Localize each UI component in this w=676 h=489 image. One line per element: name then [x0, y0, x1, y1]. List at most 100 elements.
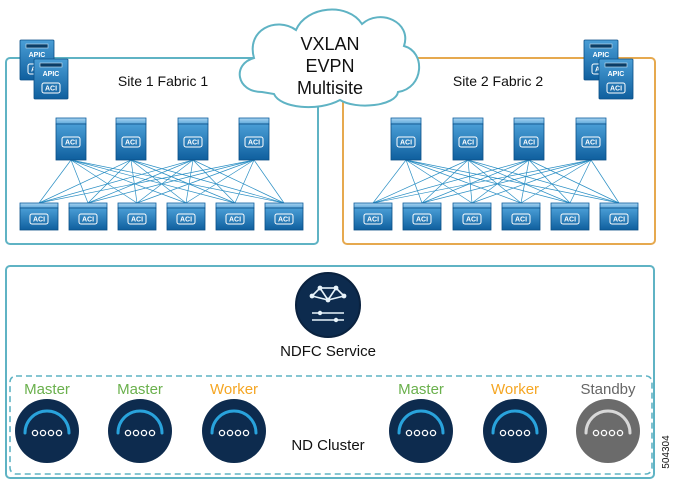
site-1-fabric-link: [38, 159, 255, 204]
site-1-fabric-link: [192, 159, 285, 204]
nd-node-arc: [23, 409, 71, 435]
site-2-fabric-link: [405, 159, 473, 204]
nd-node-role-label: Standby: [580, 381, 636, 398]
site-2-leaf-switch-6: ACI: [599, 202, 639, 231]
site-2-leaf-switch-3: ACI: [452, 202, 492, 231]
site-1-spine-switch-4: ACI: [238, 117, 270, 161]
nd-node-6: Standby: [576, 381, 640, 463]
aci-badge-label: ACI: [400, 140, 412, 147]
aci-badge-label: ACI: [65, 140, 77, 147]
apic-label: APIC: [608, 71, 625, 78]
nd-node-arc: [210, 409, 258, 435]
site-1-fabric-link: [185, 159, 255, 204]
site-1-fabric-link: [70, 159, 138, 204]
nd-node-dot: [523, 429, 531, 437]
site-1-spine-switch-3: ACI: [177, 117, 209, 161]
site-1-fabric-link: [253, 159, 285, 204]
site-2-fabric-link: [528, 159, 620, 204]
site-1-fabric-link: [130, 159, 236, 204]
site-2-fabric-link: [467, 159, 571, 204]
site-1-leaf-switch-5: ACI: [215, 202, 255, 231]
site-1-fabric-link: [185, 159, 194, 204]
aci-badge-label: ACI: [180, 217, 192, 224]
nd-node-arc: [397, 409, 445, 435]
nd-node-1: Master: [15, 381, 79, 463]
multisite-cloud: VXLAN EVPN Multisite: [238, 8, 420, 109]
nd-node-dot: [218, 429, 226, 437]
nd-node-circle: [389, 399, 453, 463]
nd-node-arc: [584, 409, 632, 435]
nd-node-circle: [576, 399, 640, 463]
nd-cluster-label: ND Cluster: [291, 437, 364, 454]
nd-node-dot: [429, 429, 437, 437]
nd-node-dot: [140, 429, 148, 437]
nd-node-circle: [15, 399, 79, 463]
site-2-fabric-link: [421, 159, 469, 204]
site-2-spine-switch-2: ACI: [452, 117, 484, 161]
site-2-fabric-link: [405, 159, 423, 204]
aci-badge-label: ACI: [82, 217, 94, 224]
aci-badge-label: ACI: [564, 217, 576, 224]
nd-node-role-label: Master: [398, 381, 444, 398]
site-1-leaf-switch-3: ACI: [117, 202, 157, 231]
aci-badge-label: ACI: [585, 140, 597, 147]
aci-badge-label: ACI: [523, 140, 535, 147]
nd-node-circle: [108, 399, 172, 463]
nd-node-role-label: Master: [24, 381, 70, 398]
nd-node-role-label: Worker: [491, 381, 539, 398]
aci-badge-label: ACI: [229, 217, 241, 224]
site-1-fabric-link: [38, 159, 194, 204]
nd-node-dot: [31, 429, 39, 437]
site-1-leaf-switch-1: ACI: [19, 202, 59, 231]
site-2-fabric-link: [471, 159, 592, 204]
site-2-spine-switch-4: ACI: [575, 117, 607, 161]
site-2-leaf-switch-1: ACI: [353, 202, 393, 231]
site-1-fabric-link: [192, 159, 236, 204]
site-1-fabric-link: [38, 159, 132, 204]
aci-badge-label: ACI: [187, 140, 199, 147]
nd-cluster-box: [9, 375, 653, 475]
site-1-fabric-link: [87, 159, 194, 204]
nd-node-5: Worker: [483, 381, 547, 463]
site-1-leaf-switch-4: ACI: [166, 202, 206, 231]
site-1-fabric-link: [38, 159, 72, 204]
aci-badge-label: ACI: [462, 140, 474, 147]
site-2-fabric-link: [471, 159, 530, 204]
site-2-fabric-link: [590, 159, 620, 204]
aci-badge-label: ACI: [515, 217, 527, 224]
nd-node-dot: [608, 429, 616, 437]
site-1-leaf-switch-6: ACI: [264, 202, 304, 231]
site-1-label: Site 1 Fabric 1: [118, 73, 208, 89]
site-2-fabric-link: [405, 159, 620, 204]
site-2-fabric-link: [467, 159, 473, 204]
site-2-fabric-link: [520, 159, 592, 204]
nd-node-arc: [116, 409, 164, 435]
site-1-fabric-link: [70, 159, 187, 204]
site-2-fabric-link: [405, 159, 522, 204]
nd-node-4: Master: [389, 381, 453, 463]
site-1-fabric-link: [70, 159, 89, 204]
site-2-fabric-link: [421, 159, 530, 204]
aci-badge-label: ACI: [45, 86, 57, 93]
aci-badge-label: ACI: [278, 217, 290, 224]
ndfc-network-icon: [295, 272, 361, 338]
apic-label: APIC: [593, 52, 610, 59]
site-1-leaf-switch-2: ACI: [68, 202, 108, 231]
ndfc-service-label: NDFC Service: [280, 343, 376, 360]
site-2-spine-switch-1: ACI: [390, 117, 422, 161]
nd-node-dot: [421, 429, 429, 437]
site-2-fabric-box: [342, 57, 656, 245]
nd-node-dot: [39, 429, 47, 437]
aci-badge-label: ACI: [131, 217, 143, 224]
nd-node-dot: [234, 429, 242, 437]
nd-node-dot: [507, 429, 515, 437]
site-1-fabric-link: [87, 159, 132, 204]
cloud-line-3: Multisite: [297, 78, 363, 98]
site-2-fabric-link: [372, 159, 592, 204]
site-1-fabric-link: [87, 159, 255, 204]
site-1-fabric-link: [234, 159, 255, 204]
nd-node-dot: [242, 429, 250, 437]
